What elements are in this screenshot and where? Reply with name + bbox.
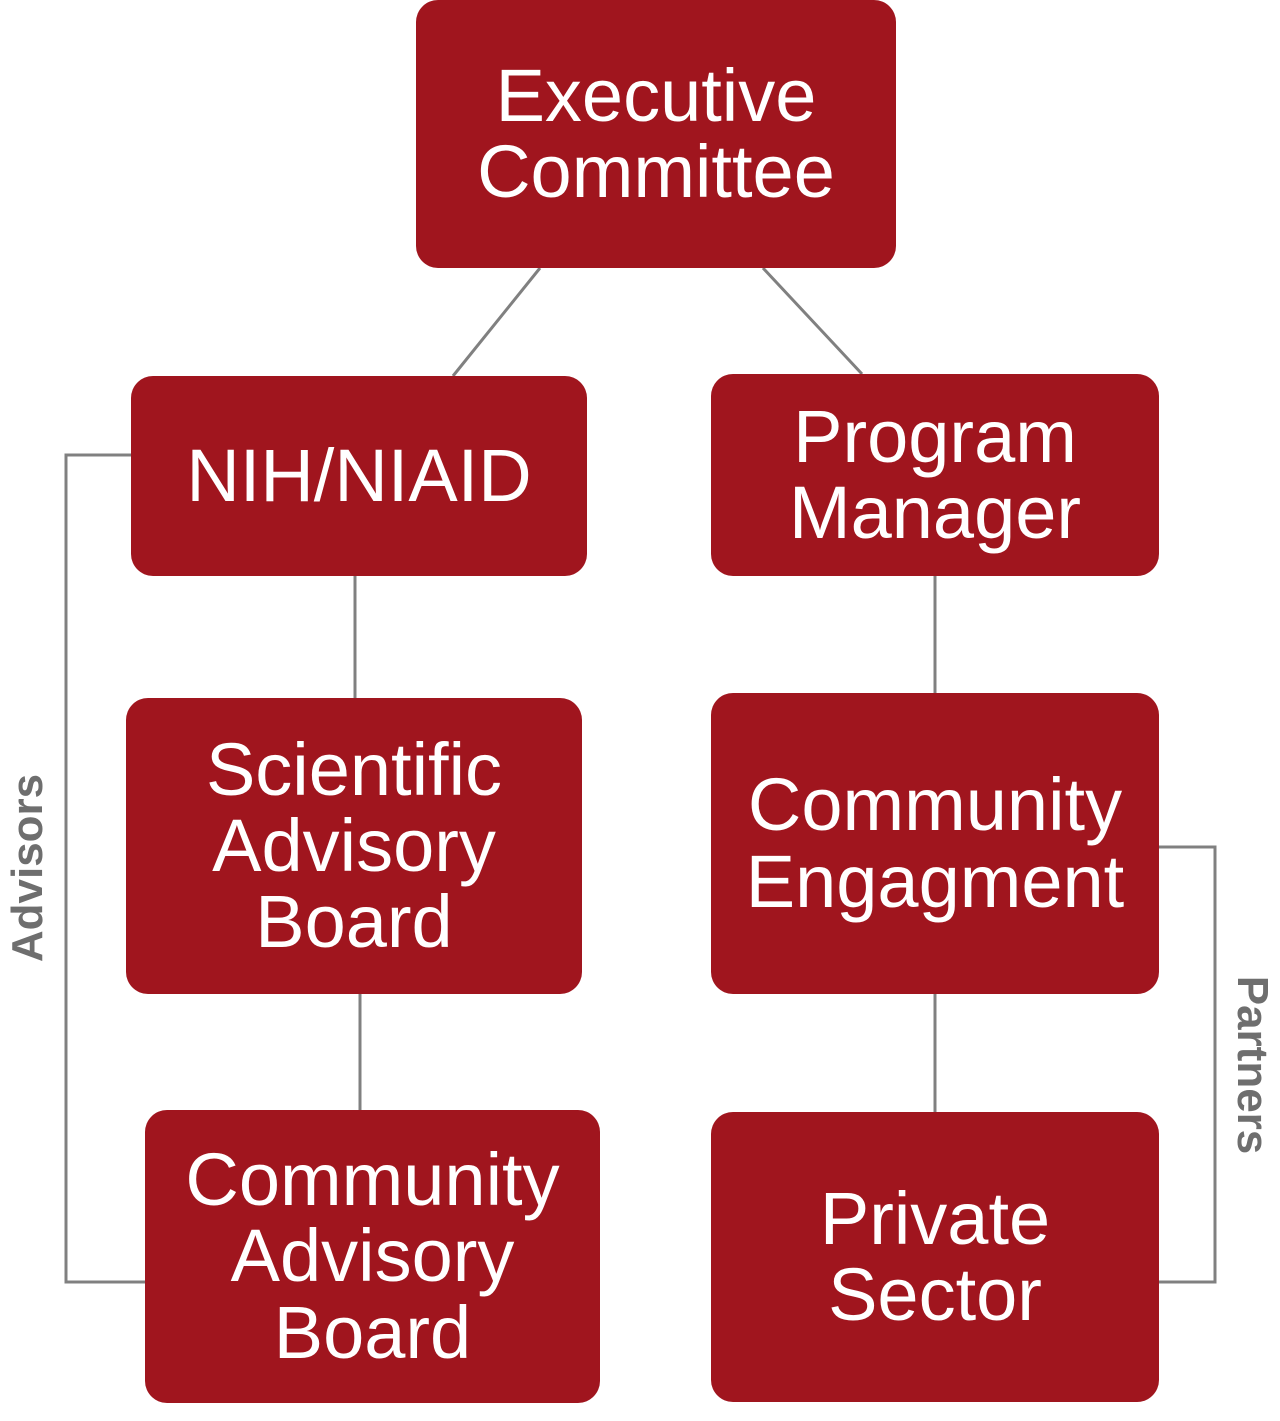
scientific-advisory-board-label: Scientific Advisory Board <box>205 727 503 964</box>
executive-committee-label: Executive Committee <box>477 53 835 213</box>
advisors-group-label: Advisors <box>3 773 52 963</box>
private-sector-label: Private Sector <box>819 1176 1051 1336</box>
partners-bracket <box>1159 845 1217 1284</box>
advisors-bracket <box>64 453 145 1284</box>
private-sector-box: Private Sector <box>711 1112 1159 1402</box>
community-engagement-box: Community Engagment <box>711 693 1159 994</box>
nih-niaid-label: NIH/NIAID <box>186 433 532 517</box>
community-advisory-board-box: Community Advisory Board <box>145 1110 600 1403</box>
program-manager-label: Program Manager <box>788 394 1082 554</box>
scientific-advisory-board-box: Scientific Advisory Board <box>126 698 582 994</box>
connector-executive-to-nih <box>451 267 542 377</box>
executive-committee-box: Executive Committee <box>416 0 896 268</box>
partners-group-label: Partners <box>1228 975 1277 1155</box>
community-advisory-board-label: Community Advisory Board <box>185 1138 560 1374</box>
program-manager-box: Program Manager <box>711 374 1159 576</box>
connector-executive-to-program-manager <box>761 266 864 376</box>
community-engagement-label: Community Engagment <box>745 763 1125 923</box>
nih-niaid-box: NIH/NIAID <box>131 376 587 576</box>
